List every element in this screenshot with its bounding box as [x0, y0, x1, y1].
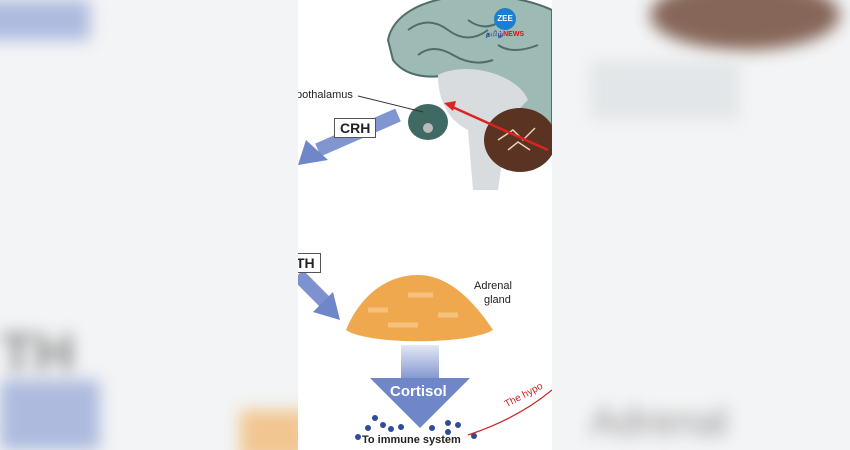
cerebellum: [484, 108, 552, 172]
hypothalamus-region: [408, 104, 448, 140]
zee-news-logo: ZEE தமிழ்NEWS: [486, 8, 524, 39]
cortisol-arrow-head: [370, 378, 470, 428]
blurred-brainstem: [590, 60, 740, 120]
brainstem: [438, 69, 528, 190]
logo-brand: ZEE: [494, 8, 517, 30]
blurred-cerebellum: [650, 0, 840, 50]
acth-arrow: [298, 270, 333, 310]
immune-label: To immune system: [362, 434, 461, 446]
acth-label: TH: [298, 253, 321, 273]
gland-label: gland: [484, 294, 511, 306]
crh-label: CRH: [334, 118, 377, 138]
hypothalamus-pointer: [357, 95, 424, 113]
blurred-right-text: Adrenal: [590, 400, 728, 444]
cortisol-arrow-shaft: [401, 345, 439, 380]
brain-folds: [407, 14, 539, 64]
immune-dots: [355, 415, 477, 440]
blurred-arrow-bottom: [0, 380, 100, 450]
adrenal-label: Adrenal: [474, 280, 512, 292]
logo-sub: தமிழ்NEWS: [486, 30, 524, 39]
red-curve: [467, 389, 552, 436]
logo-news: NEWS: [503, 31, 525, 38]
blurred-arrow: [0, 0, 90, 40]
diagram-panel: ZEE தமிழ்NEWS pothalamus CRH TH Adrenal …: [298, 0, 552, 450]
cortisol-label: Cortisol: [390, 383, 447, 400]
logo-tamil: தமிழ்: [486, 31, 504, 38]
blurred-left-text: TH: [0, 321, 75, 384]
hypothalamus-label: pothalamus: [298, 89, 353, 101]
red-arrow: [447, 103, 549, 152]
diagram-graphic: [298, 0, 552, 440]
adrenal-gland: [346, 275, 493, 342]
